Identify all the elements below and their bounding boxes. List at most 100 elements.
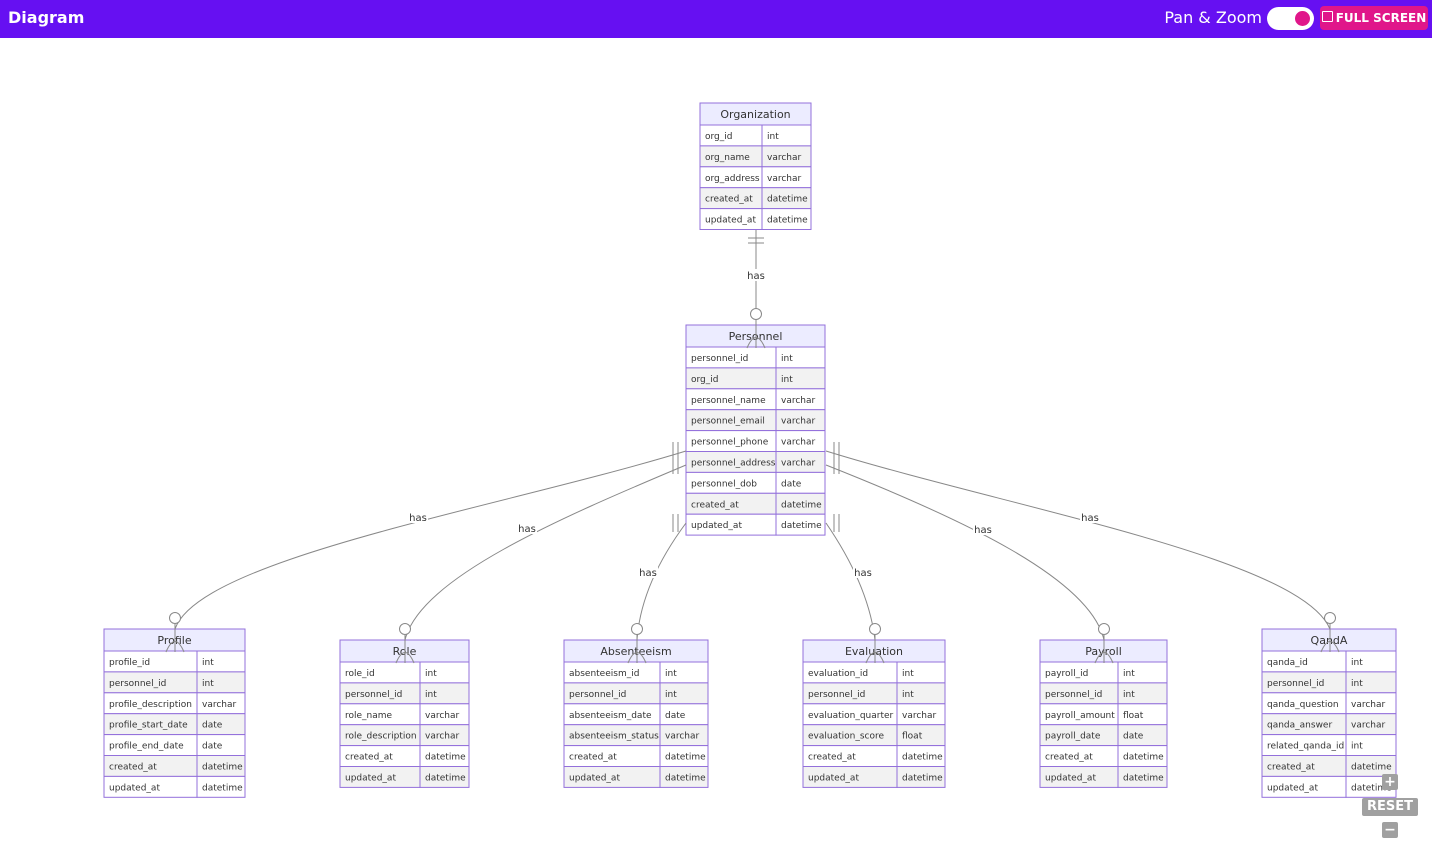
attribute-type: int	[665, 690, 677, 700]
attribute-name: evaluation_quarter	[808, 711, 894, 721]
attribute-name: personnel_id	[691, 354, 748, 364]
attribute-type-cell	[761, 208, 812, 231]
relationship-personnel-absenteeism: has	[627, 514, 687, 664]
top-bar: Diagram Pan & Zoom FULL SCREEN	[0, 0, 1432, 38]
attribute-name: updated_at	[345, 774, 396, 784]
entity-title: QandA	[1311, 634, 1348, 647]
relationship-label: has	[518, 524, 536, 535]
relationship-label-bg	[746, 269, 766, 281]
attribute-name: payroll_id	[1045, 669, 1088, 679]
attribute-name: personnel_email	[691, 417, 765, 427]
attribute-type: datetime	[665, 753, 706, 763]
zero-marker	[631, 623, 643, 635]
attribute-type: datetime	[767, 195, 808, 205]
attribute-name: qanda_question	[1267, 700, 1339, 710]
entity-title: Absenteeism	[600, 645, 671, 658]
attribute-type: datetime	[902, 753, 943, 763]
relationship-label-bg	[408, 511, 428, 523]
attribute-type: varchar	[781, 396, 816, 406]
zero-marker	[169, 612, 181, 624]
relationship-personnel-role: has	[395, 456, 687, 664]
attribute-name: personnel_id	[109, 679, 166, 689]
attribute-type: varchar	[781, 459, 816, 469]
relationship-label-bg	[853, 566, 873, 578]
attribute-name: created_at	[345, 753, 393, 763]
zero-marker	[750, 308, 762, 320]
attribute-name: personnel_id	[1045, 690, 1102, 700]
relationship-personnel-profile: has	[165, 442, 687, 653]
entity-payroll: Payrollpayroll_idintpersonnel_idintpayro…	[1039, 639, 1168, 788]
attribute-name: created_at	[691, 500, 739, 510]
reset-button[interactable]: RESET	[1362, 798, 1418, 816]
attribute-name: absenteeism_id	[569, 669, 639, 679]
relationship-personnel-evaluation: has	[825, 514, 885, 664]
relationship-label: has	[1081, 513, 1099, 524]
attribute-name: updated_at	[705, 216, 756, 226]
attribute-name: personnel_id	[1267, 679, 1324, 689]
relationship-line	[825, 522, 876, 641]
zoom-in-button[interactable]: +	[1382, 774, 1398, 790]
entity-title: Evaluation	[845, 645, 903, 658]
relationship-line	[825, 464, 1105, 641]
attribute-type: datetime	[425, 774, 466, 784]
attribute-name: evaluation_id	[808, 669, 868, 679]
attribute-type-cell	[775, 513, 826, 536]
full-screen-button[interactable]: FULL SCREEN	[1320, 6, 1428, 30]
attribute-type-cell	[659, 766, 709, 788]
attribute-name: created_at	[1267, 763, 1315, 773]
relationship-line	[825, 450, 1331, 630]
attribute-name: qanda_answer	[1267, 721, 1332, 731]
entity-personnel: Personnelpersonnel_idintorg_idintpersonn…	[685, 324, 826, 536]
attribute-name: profile_end_date	[109, 742, 184, 752]
attribute-type: varchar	[767, 153, 802, 163]
attribute-type: int	[665, 669, 677, 679]
attribute-type: int	[1351, 658, 1363, 668]
attribute-name: role_name	[345, 711, 393, 721]
attribute-type-cell	[1117, 766, 1168, 788]
attribute-type: varchar	[902, 711, 937, 721]
attribute-type: int	[902, 690, 914, 700]
attribute-type: varchar	[202, 700, 237, 710]
entity-title: Organization	[720, 108, 790, 121]
attribute-type: varchar	[425, 732, 460, 742]
zoom-out-button[interactable]: −	[1382, 822, 1398, 838]
attribute-type: datetime	[781, 500, 822, 510]
attribute-name: created_at	[109, 763, 157, 773]
attribute-type: datetime	[781, 521, 822, 531]
attribute-name: personnel_address	[691, 459, 776, 469]
attribute-name: absenteeism_date	[569, 711, 652, 721]
attribute-type: int	[902, 669, 914, 679]
attribute-name: payroll_amount	[1045, 711, 1115, 721]
attribute-type: datetime	[1123, 753, 1164, 763]
attribute-name: created_at	[1045, 753, 1093, 763]
attribute-name: created_at	[808, 753, 856, 763]
relationship-line	[174, 450, 687, 630]
attribute-name: updated_at	[1267, 783, 1318, 793]
attribute-type: varchar	[1351, 721, 1386, 731]
attribute-type: int	[781, 375, 793, 385]
attribute-name: updated_at	[808, 774, 859, 784]
attribute-type-cell	[419, 766, 470, 788]
relationship-label-bg	[638, 566, 658, 578]
attribute-name: profile_id	[109, 658, 150, 668]
relationship-label: has	[854, 568, 872, 579]
attribute-type: datetime	[202, 763, 243, 773]
attribute-name: related_qanda_id	[1267, 742, 1344, 752]
attribute-name: qanda_id	[1267, 658, 1308, 668]
external-link-icon	[1321, 11, 1333, 22]
attribute-type: varchar	[767, 174, 802, 184]
attribute-name: personnel_id	[569, 690, 626, 700]
attribute-type: date	[1123, 732, 1144, 742]
attribute-name: updated_at	[109, 783, 160, 793]
attribute-name: evaluation_score	[808, 732, 884, 742]
relationship-label: has	[409, 513, 427, 524]
pan-zoom-toggle[interactable]	[1267, 7, 1314, 30]
relationship-label-bg	[973, 523, 993, 535]
attribute-type: varchar	[1351, 700, 1386, 710]
attribute-name: created_at	[705, 195, 753, 205]
